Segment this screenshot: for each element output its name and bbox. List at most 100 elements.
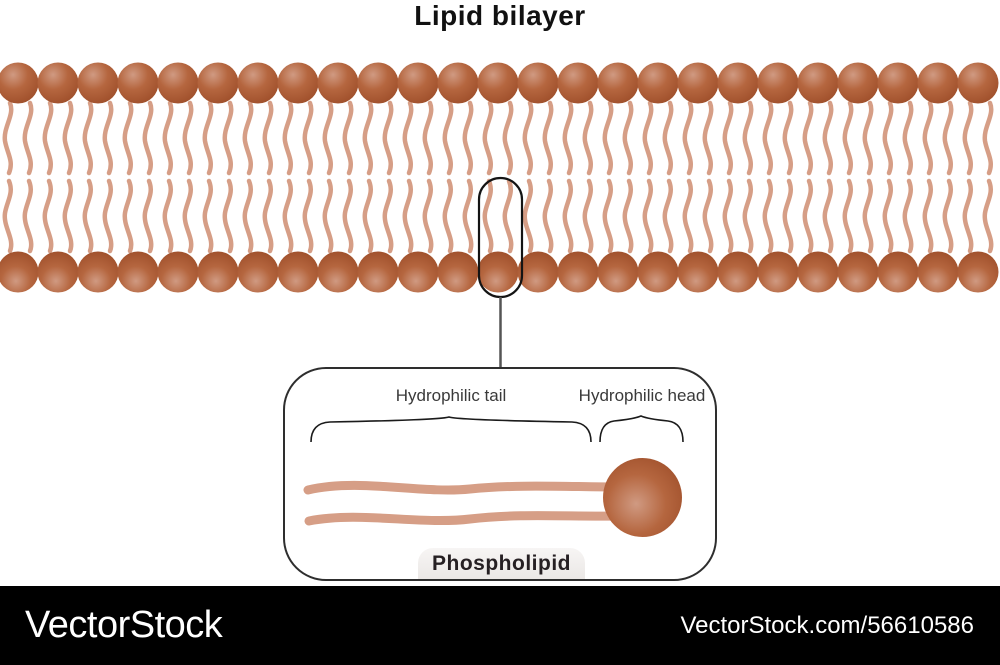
tail-brace [310, 416, 592, 443]
lipid-tail [965, 103, 971, 173]
lipid-head [557, 62, 599, 104]
lipid-head [0, 62, 39, 104]
hydrophilic-head-label: Hydrophilic head [578, 386, 706, 405]
lipid-head [357, 251, 399, 293]
lipid-tail [245, 181, 251, 251]
lipid-head [597, 251, 639, 293]
lipid-tail [945, 181, 951, 251]
lipid-tail [525, 103, 531, 173]
lipid-head [837, 251, 879, 293]
lipid-tail [585, 103, 591, 173]
lipid-head [437, 251, 479, 293]
lipid-head [877, 251, 919, 293]
lipid-tail [125, 103, 131, 173]
lipid-head [0, 251, 39, 293]
lipid-tail [825, 103, 831, 173]
lipid-tail [365, 181, 371, 251]
lipid-head [757, 251, 799, 293]
lipid-head [757, 62, 799, 104]
lipid-tail [85, 103, 91, 173]
lipid-tail [725, 181, 731, 251]
lipid-head [517, 251, 559, 293]
lipid-tail [645, 103, 651, 173]
lipid-tail [465, 181, 471, 251]
phospholipid-tail-lower [304, 511, 623, 526]
lipid-head [917, 251, 959, 293]
lipid-tail [365, 103, 371, 173]
lipid-head [277, 251, 319, 293]
lipid-tail [445, 181, 451, 251]
lipid-tail [285, 103, 291, 173]
lipid-head [77, 62, 119, 104]
watermark-url: VectorStock.com/56610586 [680, 611, 974, 639]
lipid-head [197, 62, 239, 104]
lipid-head [197, 251, 239, 293]
lipid-tail [285, 181, 291, 251]
lipid-tail [265, 181, 271, 251]
page-title: Lipid bilayer [414, 0, 586, 31]
lipid-tail [265, 103, 271, 173]
phospholipid-tail-upper [303, 480, 623, 495]
lipid-head [397, 62, 439, 104]
lipid-tail [85, 181, 91, 251]
lipid-tail [405, 103, 411, 173]
lipid-tail [25, 103, 31, 173]
lipid-head [797, 251, 839, 293]
lipid-tail [45, 181, 51, 251]
lipid-tail [805, 103, 811, 173]
lipid-tail [705, 181, 711, 251]
lipid-head [77, 251, 119, 293]
lipid-tail [5, 181, 11, 251]
lipid-head [957, 251, 999, 293]
lipid-tail [325, 181, 331, 251]
lipid-head [797, 62, 839, 104]
lipid-tail [465, 103, 471, 173]
lipid-tail [625, 181, 631, 251]
lipid-tail [485, 181, 491, 251]
lipid-head [37, 62, 79, 104]
lipid-tail [125, 181, 131, 251]
lipid-tail [565, 103, 571, 173]
lipid-head [477, 62, 519, 104]
lipid-tail [685, 103, 691, 173]
lipid-head [957, 62, 999, 104]
lipid-head [517, 62, 559, 104]
lipid-tail [145, 103, 151, 173]
lipid-head [117, 251, 159, 293]
lipid-head [237, 251, 279, 293]
lipid-tail [865, 181, 871, 251]
lipid-tail [605, 103, 611, 173]
lipid-tail [185, 103, 191, 173]
lipid-tail [185, 181, 191, 251]
lipid-tail [205, 181, 211, 251]
membrane-lipids [0, 62, 999, 293]
lipid-tail [305, 181, 311, 251]
lipid-head [237, 62, 279, 104]
lipid-head [157, 251, 199, 293]
hydrophilic-tail-label: Hydrophilic tail [395, 386, 507, 405]
lipid-tail [545, 103, 551, 173]
head-brace [599, 415, 684, 443]
phospholipid-head-sphere [603, 458, 682, 537]
lipid-tail [745, 103, 751, 173]
lipid-tail [765, 103, 771, 173]
lipid-head [317, 62, 359, 104]
lipid-tail [785, 103, 791, 173]
lipid-head [357, 62, 399, 104]
lipid-tail [585, 181, 591, 251]
lipid-tail [165, 103, 171, 173]
lipid-tail [665, 181, 671, 251]
lipid-head [917, 62, 959, 104]
lipid-tail [565, 181, 571, 251]
lipid-head [717, 62, 759, 104]
lipid-tail [705, 103, 711, 173]
lipid-head [877, 62, 919, 104]
lipid-tail [225, 181, 231, 251]
lipid-tail [725, 103, 731, 173]
lipid-tail [885, 103, 891, 173]
lipid-tail [985, 181, 991, 251]
lipid-head [397, 251, 439, 293]
lipid-tail [245, 103, 251, 173]
